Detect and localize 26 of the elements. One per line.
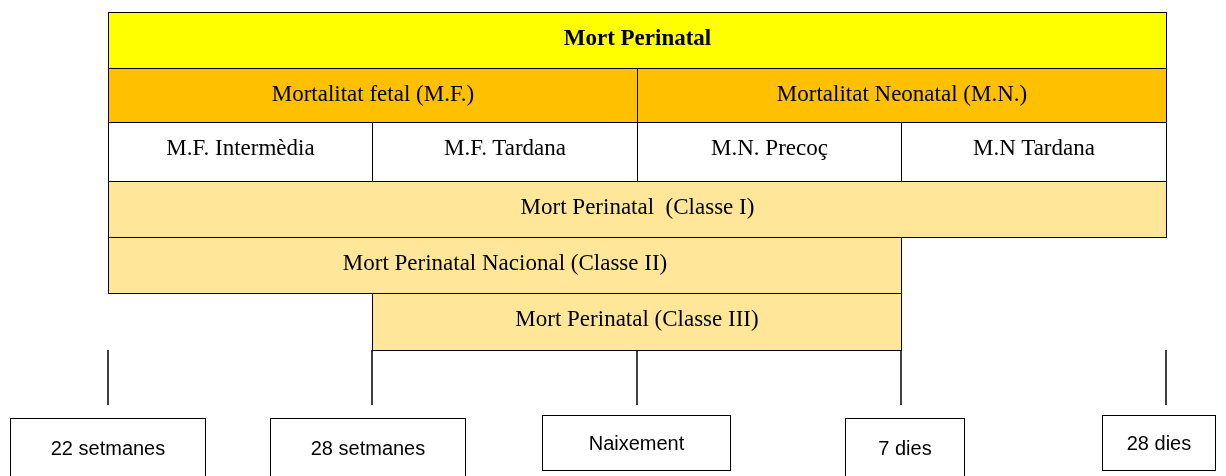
cell-text: 22 setmanes xyxy=(50,436,166,460)
time-label-box xyxy=(845,418,965,476)
time-label-box xyxy=(1102,415,1216,471)
cell-text: Mortalitat Neonatal (M.N.) xyxy=(776,81,1028,107)
cell-text: Mort Perinatal xyxy=(563,25,712,51)
cell-text: Mort Perinatal Nacional (Classe II) xyxy=(342,250,668,276)
table-cell xyxy=(108,237,902,294)
cell-text: Naixement xyxy=(588,431,685,455)
table-cell xyxy=(372,293,902,351)
table-cell xyxy=(108,12,1167,69)
cell-text: M.F. Tardana xyxy=(444,135,566,161)
cell-text: M.N Tardana xyxy=(973,135,1095,161)
time-label-box xyxy=(10,418,206,476)
cell-text: 7 dies xyxy=(878,436,932,460)
table-cell xyxy=(108,181,1167,238)
time-label-box xyxy=(542,415,731,471)
cell-text: 28 setmanes xyxy=(310,436,426,460)
table-cell xyxy=(108,68,638,123)
cell-text: M.F. Intermèdia xyxy=(166,135,315,161)
cell-text: Mort Perinatal (Classe I) xyxy=(520,194,755,220)
table-cell xyxy=(637,68,1167,123)
time-label-box xyxy=(270,418,466,476)
cell-text: Mortalitat fetal (M.F.) xyxy=(271,81,475,107)
cell-text: Mort Perinatal (Classe III) xyxy=(515,306,759,332)
cell-text: M.N. Precoç xyxy=(711,135,828,161)
cell-text: 28 dies xyxy=(1126,431,1192,455)
